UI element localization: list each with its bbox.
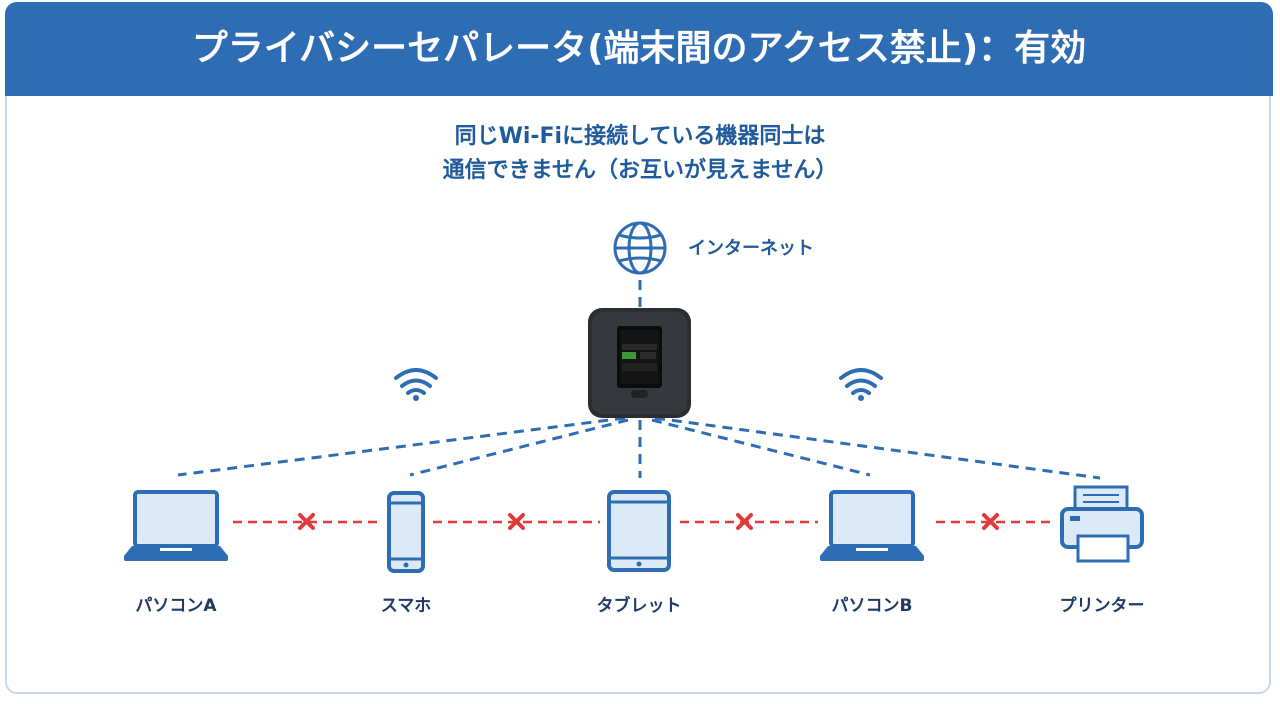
description-line-2: 通信できません（お互いが見えません） bbox=[442, 158, 838, 183]
wireless-links bbox=[177, 280, 1101, 480]
blocked-x-icon bbox=[298, 513, 315, 530]
globe-icon bbox=[613, 221, 667, 275]
description-line-1: 同じWi-Fiに接続している機器同士は bbox=[454, 124, 826, 149]
blocked-x-icon bbox=[736, 513, 753, 530]
page-title: プライバシーセパレータ(端末間のアクセス禁止)：有効 bbox=[191, 28, 1087, 69]
laptop-icon bbox=[124, 490, 228, 561]
internet-label: インターネット bbox=[688, 238, 814, 259]
laptop-icon bbox=[820, 490, 924, 561]
wifi-icon bbox=[839, 368, 883, 401]
wifi-icon bbox=[394, 368, 438, 401]
title-banner: プライバシーセパレータ(端末間のアクセス禁止)：有効 bbox=[5, 2, 1273, 96]
smartphone-icon bbox=[387, 491, 425, 573]
blocked-markers bbox=[298, 513, 999, 530]
printer-icon bbox=[1060, 485, 1144, 563]
device-label-pc-b: パソコンB bbox=[831, 596, 913, 616]
link-pc-a bbox=[177, 416, 626, 477]
tablet-icon bbox=[607, 490, 671, 572]
blocked-x-icon bbox=[508, 513, 525, 530]
link-printer bbox=[654, 416, 1101, 480]
mobile-router-icon bbox=[588, 308, 691, 418]
link-smartphone bbox=[409, 418, 629, 477]
blocked-x-icon bbox=[982, 513, 999, 530]
device-label-smartphone: スマホ bbox=[380, 596, 432, 616]
device-label-printer: プリンター bbox=[1059, 596, 1145, 616]
link-pc-b bbox=[651, 418, 871, 477]
device-label-pc-a: パソコンA bbox=[135, 596, 217, 616]
device-label-tablet: タブレット bbox=[596, 596, 682, 616]
